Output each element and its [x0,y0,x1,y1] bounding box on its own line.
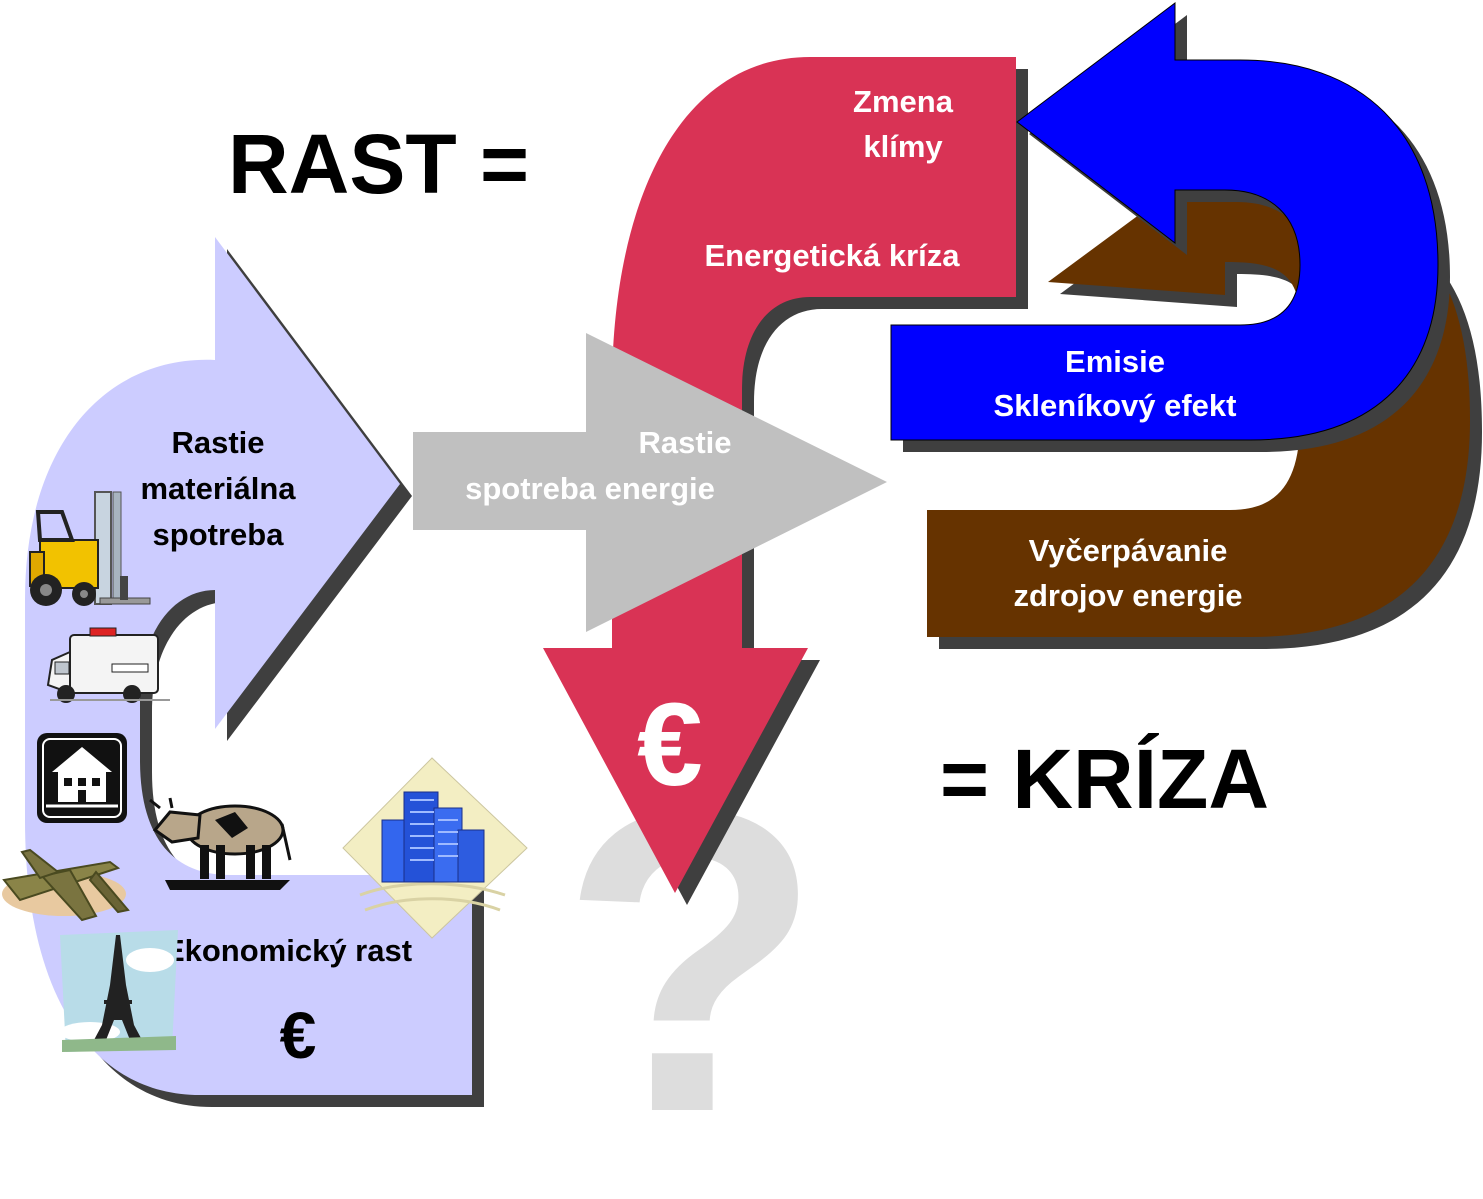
title-rast: RAST = [228,117,529,211]
crisis-arrow [543,57,1028,905]
energy-arrow [413,333,887,632]
depletion-label-line-2: zdrojov energie [1013,578,1242,613]
office-buildings-icon [342,757,528,939]
growth-label-line-2: materiálna [140,471,296,506]
emissions-arrow-body [890,1,1439,441]
forklift-icon [29,491,151,606]
growth-label-line-1: Rastie [171,425,264,460]
emissions-label-line-2: Skleníkový efekt [994,388,1237,423]
growth-arrow-body [25,237,472,1095]
energy-arrow-body [413,333,887,632]
cow-icon [149,797,292,890]
crisis-label-line-2: klímy [863,129,943,164]
airplane-icon [2,848,130,922]
crisis-label-line-1: Zmena [853,84,954,119]
crisis-arrow-body [543,57,1016,893]
energy-label-line-2: spotreba energie [465,471,715,506]
house-icon [37,733,127,823]
emissions-label-line-1: Emisie [1065,344,1165,379]
emissions-arrow [890,1,1450,452]
energy-label-line-1: Rastie [638,425,731,460]
eiffel-tower-icon [60,930,178,1052]
growth-label-line-3: spotreba [153,517,285,552]
ambulance-icon [46,627,170,703]
depletion-label-line-1: Vyčerpávanie [1029,533,1228,568]
growth-currency: € [280,998,317,1072]
energy-crisis-label: Energetická kríza [704,238,960,273]
economy-label: Ekonomický rast [164,933,412,968]
crisis-currency: € [637,679,703,811]
title-kriza: = KRÍZA [940,732,1269,826]
